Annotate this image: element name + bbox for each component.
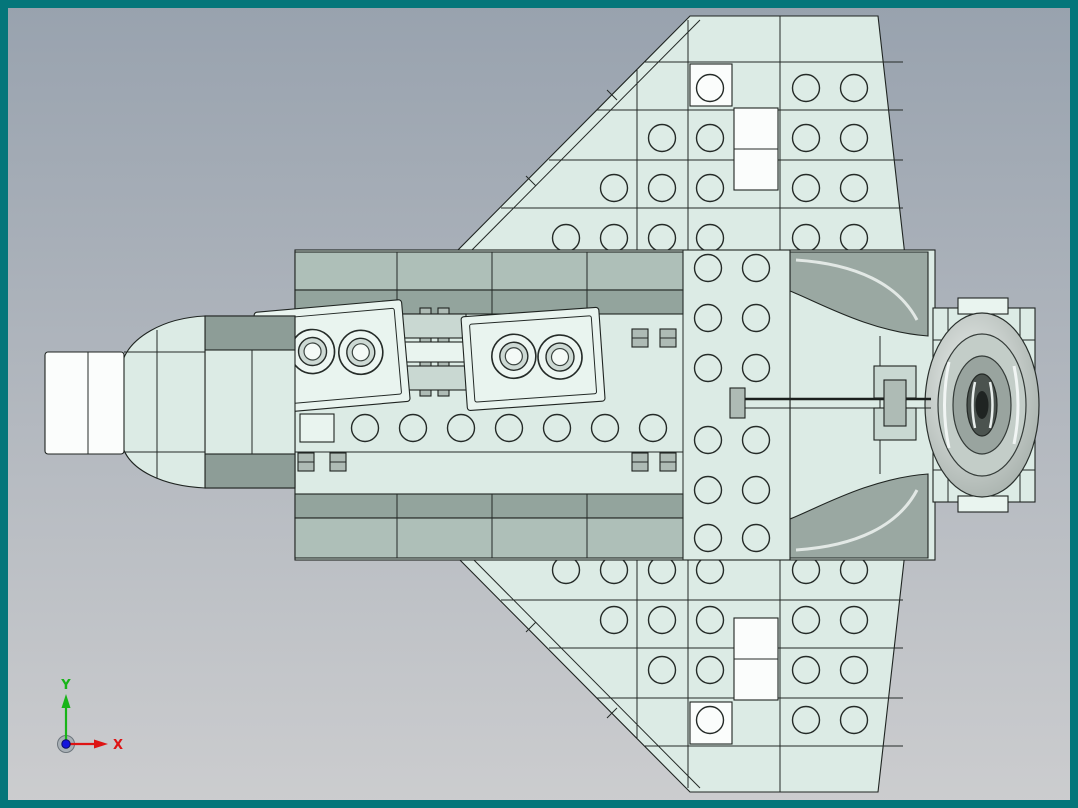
hinge-assembly[interactable] xyxy=(399,307,467,397)
wing-bottom-seams xyxy=(467,553,903,792)
nose-cone xyxy=(122,315,206,489)
engine-assembly[interactable] xyxy=(924,297,1040,513)
tail-fairing-bottom xyxy=(789,473,929,559)
y-axis-arrowhead xyxy=(61,694,71,708)
engine-nozzle xyxy=(924,312,1040,498)
deck-small-tile xyxy=(299,413,335,443)
nose-section[interactable] xyxy=(44,315,296,489)
deck-strip-top xyxy=(294,251,684,291)
deck-strip-bottom xyxy=(294,517,684,559)
payload-plate-right[interactable] xyxy=(460,306,606,411)
y-axis-label: Y xyxy=(60,678,71,693)
x-axis-arrowhead xyxy=(94,739,108,749)
tail-section[interactable] xyxy=(789,249,936,561)
orientation-triad: Y X xyxy=(57,678,123,753)
fuselage-deck[interactable] xyxy=(294,249,791,561)
fin-edge[interactable] xyxy=(729,365,931,441)
shuttle-model[interactable] xyxy=(44,15,1040,793)
wing-bottom[interactable] xyxy=(450,551,906,793)
nose-tip xyxy=(44,351,125,455)
x-axis-label: X xyxy=(113,738,123,753)
z-axis-dot xyxy=(61,739,71,749)
wing-top-seams xyxy=(467,16,903,255)
tail-fairing-top xyxy=(789,251,929,337)
